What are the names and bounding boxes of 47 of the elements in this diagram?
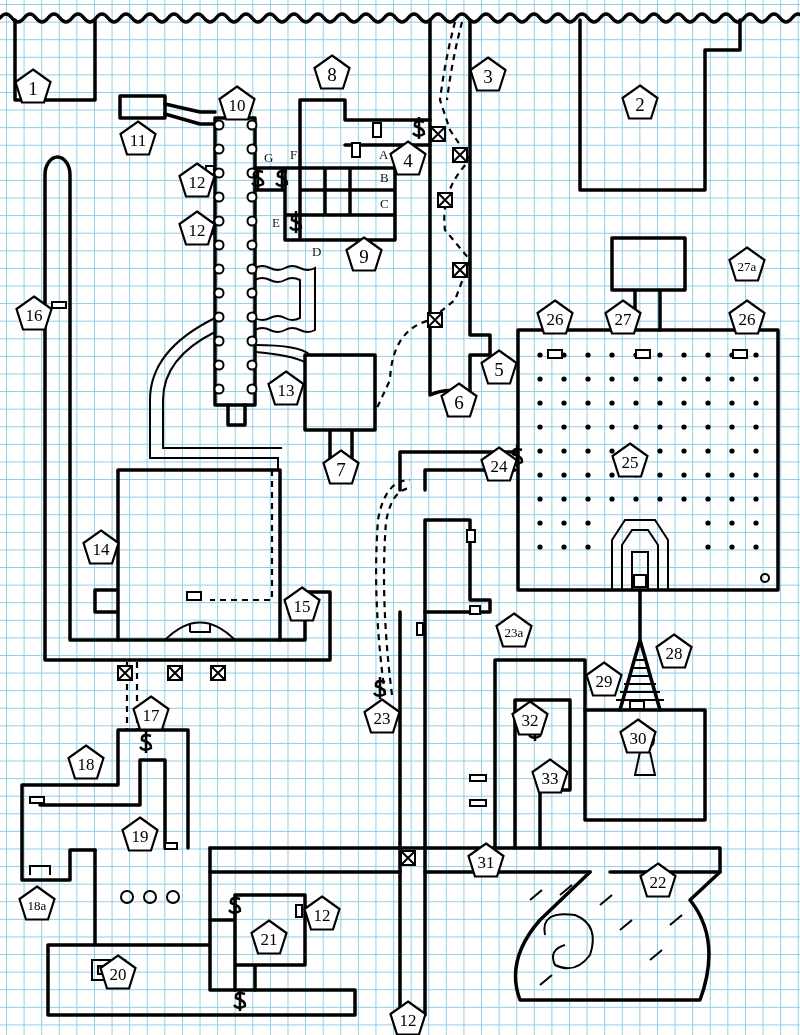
room-number-marker: 30 (619, 718, 657, 754)
door-letter: G (264, 151, 274, 164)
room-number-marker: 31 (467, 842, 505, 878)
door-letter: F (290, 148, 298, 161)
room-number-marker: 5 (480, 349, 518, 385)
room-number-marker: 27a (728, 246, 766, 282)
room-number-marker: 14 (82, 529, 120, 565)
room-number-marker: 33 (531, 758, 569, 794)
room-number-marker: 24 (480, 446, 518, 482)
door-letter: D (312, 245, 322, 258)
room-number-marker: 12 (178, 162, 216, 198)
room-number-marker: 29 (585, 661, 623, 697)
room-number-marker: 15 (283, 586, 321, 622)
room-number-marker: 26 (536, 299, 574, 335)
room-number-marker: 10 (218, 85, 256, 121)
room-number-marker: 4 (389, 140, 427, 176)
room-number-marker: 18a (18, 885, 56, 921)
room-number-marker: 6 (440, 382, 478, 418)
room-number-marker: 11 (119, 120, 157, 156)
room-number-marker: 20 (99, 954, 137, 990)
room-number-marker: 26 (728, 299, 766, 335)
room-number-marker: 12 (389, 1000, 427, 1035)
room-number-marker: 23 (363, 698, 401, 734)
room-number-marker: 22 (639, 862, 677, 898)
room-number-marker: 16 (15, 295, 53, 331)
room-number-marker: 19 (121, 816, 159, 852)
room-number-marker: 2 (621, 84, 659, 120)
room-number-marker: 3 (469, 56, 507, 92)
room-number-marker: 27 (604, 299, 642, 335)
door-letter: C (380, 197, 389, 210)
door-letter: A (379, 148, 389, 161)
room-number-marker: 21 (250, 919, 288, 955)
room-number-marker: 23a (495, 612, 533, 648)
room-number-marker: 8 (313, 54, 351, 90)
room-number-marker: 12 (303, 895, 341, 931)
room-number-marker: 9 (345, 236, 383, 272)
door-letter: E (272, 216, 280, 229)
room-number-marker: 28 (655, 633, 693, 669)
room-number-marker: 17 (132, 695, 170, 731)
room-number-marker: 25 (611, 442, 649, 478)
room-number-marker: 18 (67, 744, 105, 780)
room-number-marker: 13 (267, 370, 305, 406)
door-letter: B (380, 171, 389, 184)
room-number-marker: 32 (511, 700, 549, 736)
room-number-marker: 1 (14, 68, 52, 104)
room-number-marker: 12 (178, 210, 216, 246)
room-number-marker: 7 (322, 449, 360, 485)
